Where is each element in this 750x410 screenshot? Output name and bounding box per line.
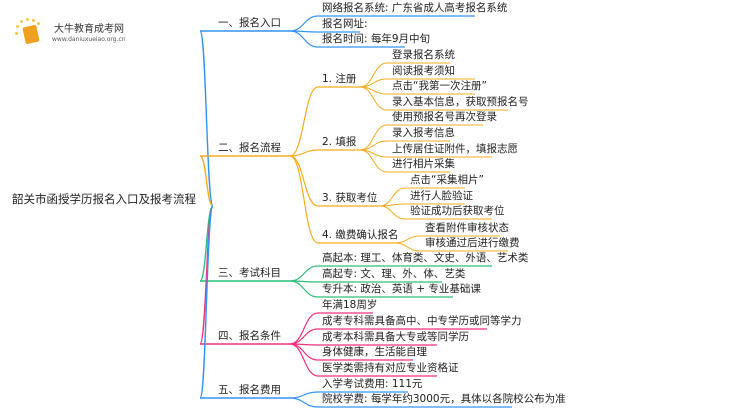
sub-topic[interactable]: 3. 获取考位 (322, 192, 378, 204)
leaf-topic[interactable]: 成考本科需具备大专或等同学历 (322, 331, 469, 343)
sub-topic[interactable]: 4. 缴费确认报名 (322, 229, 399, 241)
leaf-topic[interactable]: 成考专科需具备高中、中专学历或同等学力 (322, 315, 522, 327)
leaf-topic[interactable]: 入学考试费用: 111元 (322, 378, 423, 390)
leaf-topic[interactable]: 进行人脸验证 (410, 190, 473, 202)
leaf-topic[interactable]: 进行相片采集 (392, 158, 455, 170)
branch-topic[interactable]: 一、报名入口 (218, 17, 281, 29)
leaf-topic[interactable]: 院校学费: 每学年约3000元，具体以各院校公布为准 (322, 393, 566, 405)
branch-topic[interactable]: 三、考试科目 (218, 267, 281, 279)
branch-topic[interactable]: 二、报名流程 (218, 142, 281, 154)
leaf-topic[interactable]: 医学类需持有对应专业资格证 (322, 362, 459, 374)
connector (289, 391, 319, 399)
logo-name: 大牛教育成考网 (54, 24, 124, 35)
sub-topic[interactable]: 2. 填报 (322, 136, 357, 148)
leaf-topic[interactable]: 报名网址: (322, 18, 368, 30)
root-topic[interactable]: 韶关市函授学历报名入口及报考流程 (12, 192, 196, 206)
leaf-topic[interactable]: 点击“采集相片” (410, 174, 484, 186)
connector (289, 328, 319, 345)
leaf-topic[interactable]: 点击“我第一次注册” (392, 80, 487, 92)
connector (394, 235, 421, 244)
leaf-topic[interactable]: 年满18周岁 (322, 299, 378, 311)
connector (289, 149, 319, 157)
connector (289, 30, 319, 48)
connector (289, 15, 319, 32)
connector (289, 397, 319, 408)
sub-topic[interactable]: 1. 注册 (322, 73, 357, 85)
leaf-topic[interactable]: 上传居住证附件，填报志愿 (392, 143, 518, 155)
branch-topic[interactable]: 五、报名费用 (218, 384, 281, 396)
leaf-topic[interactable]: 审核通过后进行缴费 (425, 237, 520, 249)
leaf-topic[interactable]: 阅读报考须知 (392, 65, 455, 77)
connector (359, 149, 388, 173)
connector (289, 280, 319, 298)
leaf-topic[interactable]: 高起本: 理工、体育类、文史、外语、艺术类 (322, 252, 529, 264)
connector (359, 124, 388, 151)
connector (289, 343, 319, 377)
leaf-topic[interactable]: 高起专: 文、理、外、体、艺类 (322, 268, 466, 280)
leaf-topic[interactable]: 查看附件审核状态 (425, 222, 509, 234)
branch-topic[interactable]: 四、报名条件 (218, 330, 281, 342)
connector (289, 343, 319, 361)
connector (199, 205, 214, 345)
connector (199, 205, 214, 399)
leaf-topic[interactable]: 报名时间: 每年9月中旬 (322, 33, 431, 45)
logo-url: www.daniuxueiao.org.cn (52, 36, 126, 43)
connector (379, 205, 406, 220)
connector (199, 30, 214, 207)
leaf-topic[interactable]: 验证成功后获取考位 (410, 205, 505, 217)
leaf-topic[interactable]: 专升本: 政治、英语 + 专业基础课 (322, 283, 481, 295)
leaf-topic[interactable]: 使用预报名号再次登录 (392, 111, 497, 123)
connector (289, 265, 319, 282)
connector (379, 187, 406, 207)
leaf-topic[interactable]: 网络报名系统: 广东省成人高考报名系统 (322, 2, 508, 14)
connector (394, 242, 421, 252)
leaf-topic[interactable]: 登录报名系统 (392, 49, 455, 61)
connector (289, 155, 319, 244)
connector (289, 312, 319, 345)
leaf-topic[interactable]: 录入基本信息，获取预报名号 (392, 96, 529, 108)
leaf-topic[interactable]: 录入报考信息 (392, 127, 455, 139)
connector (359, 86, 388, 111)
leaf-topic[interactable]: 身体健康，生活能自理 (322, 346, 427, 358)
connector (199, 155, 214, 207)
connector (289, 86, 319, 157)
